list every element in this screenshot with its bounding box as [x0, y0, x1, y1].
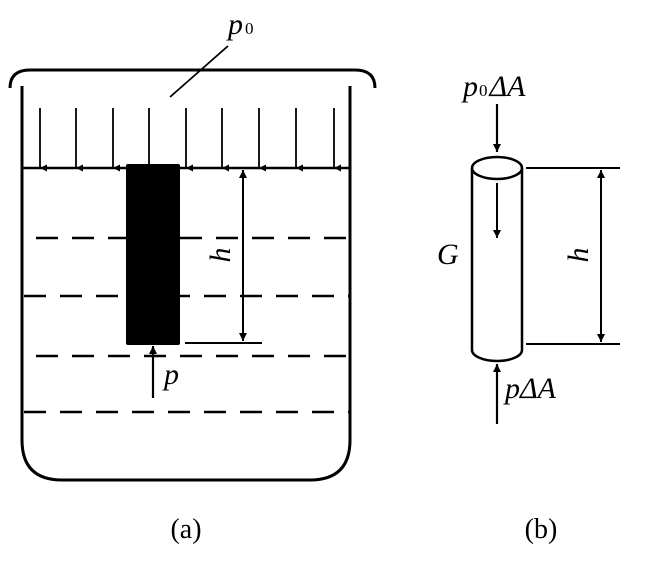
depth-label: h: [204, 248, 237, 263]
bottom-force-label: pΔA: [503, 372, 557, 405]
dashed-layers: [24, 236, 350, 414]
cylinder: [470, 155, 524, 363]
top-force-label: p0ΔA: [461, 70, 526, 103]
figure-b: p0ΔA G h pΔA (b): [437, 70, 620, 545]
container-lid: [8, 68, 377, 89]
surface-pressure-arrows: [39, 108, 341, 172]
p0-leader-line: [169, 45, 229, 98]
caption-a: (a): [170, 514, 201, 545]
height-label: h: [562, 248, 595, 263]
caption-b: (b): [525, 514, 558, 545]
container-body: [20, 86, 352, 482]
fluid-column: [126, 164, 180, 345]
weight-label: G: [437, 238, 459, 271]
bottom-pressure-label: p: [162, 358, 179, 391]
